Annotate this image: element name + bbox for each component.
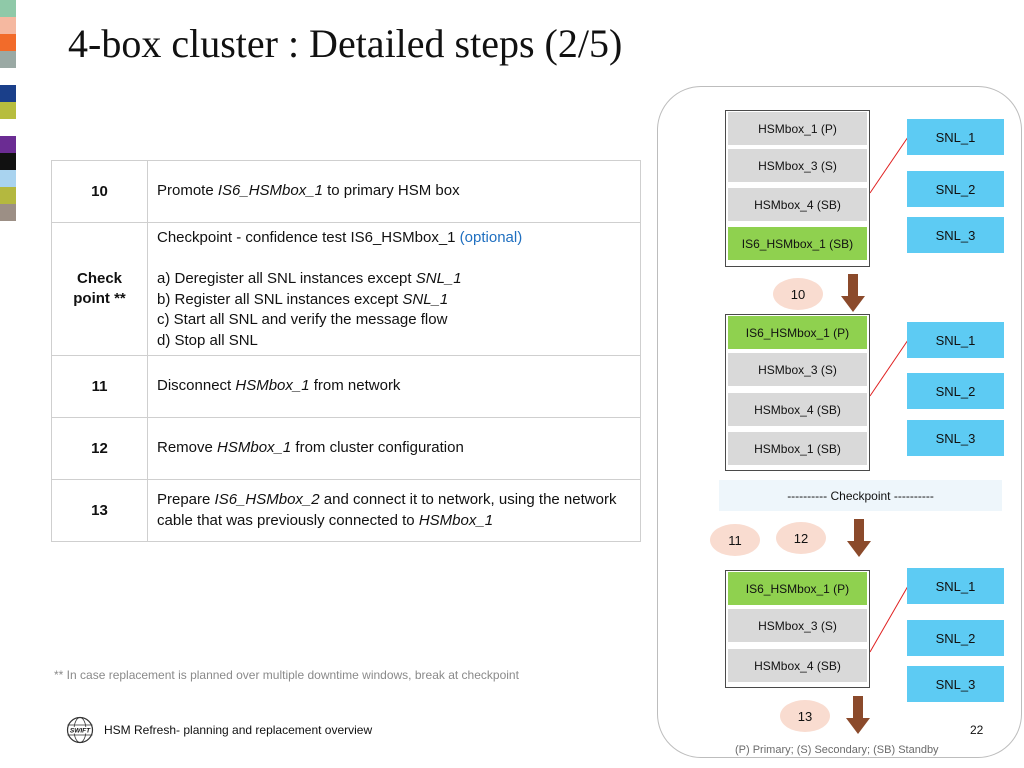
hsm-box: HSMbox_3 (S)	[728, 353, 867, 386]
hsm-cluster-stack: IS6_HSMbox_1 (P) HSMbox_3 (S) HSMbox_4 (…	[725, 314, 870, 471]
step-description: Checkpoint - confidence test IS6_HSMbox_…	[147, 222, 641, 356]
optional-label: (optional)	[459, 229, 523, 246]
down-arrow-icon	[846, 696, 870, 734]
down-arrow-icon	[847, 519, 871, 557]
color-stripe	[0, 136, 16, 153]
down-arrow-icon	[841, 274, 865, 312]
table-row: 12 Remove HSMbox_1 from cluster configur…	[51, 417, 641, 480]
step-number: 12	[51, 417, 148, 480]
hsm-box-highlighted: IS6_HSMbox_1 (P)	[728, 572, 867, 605]
table-row: 11 Disconnect HSMbox_1 from network	[51, 355, 641, 418]
page-number: 22	[970, 723, 984, 737]
step-number: 10	[51, 160, 148, 223]
hsm-cluster-stack: IS6_HSMbox_1 (P) HSMbox_3 (S) HSMbox_4 (…	[725, 570, 870, 688]
checkpoint-banner: ---------- Checkpoint ----------	[719, 480, 1002, 511]
swift-globe-logo-icon: SWIFT	[66, 716, 94, 744]
step-number: 11	[51, 355, 148, 418]
hsm-box: HSMbox_3 (S)	[728, 149, 867, 182]
color-stripe	[0, 17, 16, 34]
color-stripe	[0, 153, 16, 170]
color-stripe	[0, 51, 16, 68]
hsm-box-highlighted: IS6_HSMbox_1 (P)	[728, 316, 867, 349]
svg-text:SWIFT: SWIFT	[70, 728, 91, 735]
step-description: Disconnect HSMbox_1 from network	[147, 355, 641, 418]
snl-box: SNL_3	[907, 217, 1004, 253]
legend-text: (P) Primary; (S) Secondary; (SB) Standby	[735, 744, 939, 756]
footnote: ** In case replacement is planned over m…	[54, 668, 519, 682]
color-stripe	[0, 170, 16, 187]
table-row: 13 Prepare IS6_HSMbox_2 and connect it t…	[51, 479, 641, 542]
color-stripe	[0, 68, 16, 85]
color-stripe	[0, 102, 16, 119]
snl-box: SNL_1	[907, 119, 1004, 155]
hsm-box: HSMbox_4 (SB)	[728, 649, 867, 682]
step-description: Promote IS6_HSMbox_1 to primary HSM box	[147, 160, 641, 223]
color-stripe	[0, 204, 16, 221]
hsm-box-highlighted: IS6_HSMbox_1 (SB)	[728, 227, 867, 260]
hsm-box: HSMbox_4 (SB)	[728, 188, 867, 221]
color-stripe	[0, 34, 16, 51]
table-row: Check point ** Checkpoint - confidence t…	[51, 222, 641, 356]
color-stripe	[0, 187, 16, 204]
table-row: 10 Promote IS6_HSMbox_1 to primary HSM b…	[51, 160, 641, 223]
snl-box: SNL_2	[907, 373, 1004, 409]
step-number: Check point **	[51, 222, 148, 356]
page-title: 4-box cluster : Detailed steps (2/5)	[68, 21, 623, 66]
snl-box: SNL_2	[907, 171, 1004, 207]
footer-title: HSM Refresh- planning and replacement ov…	[104, 723, 373, 737]
snl-box: SNL_2	[907, 620, 1004, 656]
hsm-box: HSMbox_1 (SB)	[728, 432, 867, 465]
steps-table: 10 Promote IS6_HSMbox_1 to primary HSM b…	[51, 160, 641, 542]
step-number: 13	[51, 479, 148, 542]
color-stripe	[0, 85, 16, 102]
color-stripe	[0, 119, 16, 136]
snl-box: SNL_3	[907, 420, 1004, 456]
step-badge: 11	[710, 524, 760, 556]
hsm-box: HSMbox_1 (P)	[728, 112, 867, 145]
step-description: Prepare IS6_HSMbox_2 and connect it to n…	[147, 479, 641, 542]
snl-box: SNL_3	[907, 666, 1004, 702]
snl-box: SNL_1	[907, 322, 1004, 358]
step-badge: 12	[776, 522, 826, 554]
hsm-box: HSMbox_4 (SB)	[728, 393, 867, 426]
hsm-cluster-stack: HSMbox_1 (P) HSMbox_3 (S) HSMbox_4 (SB) …	[725, 110, 870, 267]
step-badge: 13	[780, 700, 830, 732]
color-stripe	[0, 0, 16, 17]
hsm-box: HSMbox_3 (S)	[728, 609, 867, 642]
step-description: Remove HSMbox_1 from cluster configurati…	[147, 417, 641, 480]
step-badge: 10	[773, 278, 823, 310]
snl-box: SNL_1	[907, 568, 1004, 604]
